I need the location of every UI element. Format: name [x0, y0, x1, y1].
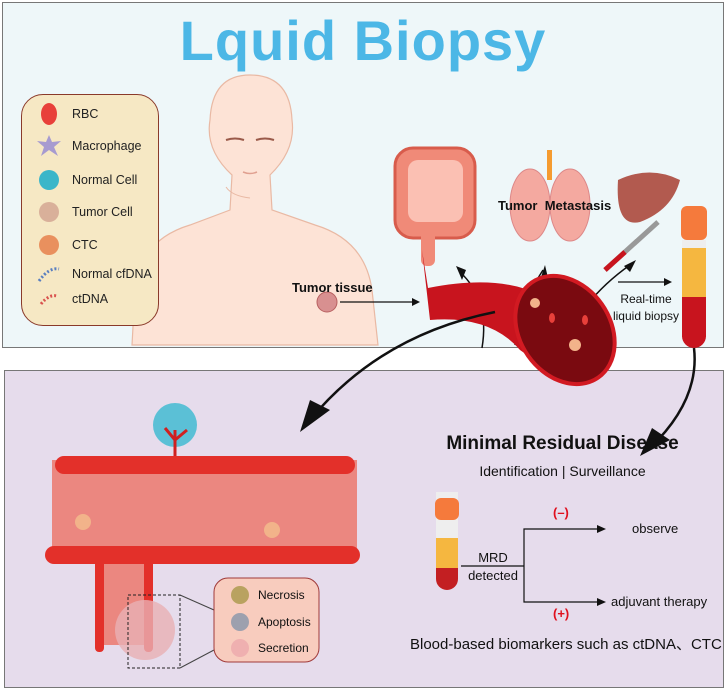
colon-icon: [393, 146, 477, 266]
mrd-title: Minimal Residual Disease: [446, 433, 679, 454]
bottom-blood-vessel: [45, 403, 360, 669]
apoptosis-label: Apoptosis: [258, 615, 311, 629]
legend-item-normal-cfdna: Normal cfDNA: [36, 263, 152, 285]
rbc-icon: [41, 103, 57, 125]
macrophage-icon: [37, 135, 61, 156]
tumor-metastasis-label: Tumor Metastasis: [498, 198, 612, 213]
adjuvant-therapy-label: adjuvant therapy: [611, 594, 708, 609]
necrosis-label: Necrosis: [258, 588, 305, 602]
mrd-subtitle: Identification | Surveillance: [479, 463, 646, 479]
mrd-label-2: detected: [468, 568, 518, 583]
legend-item-rbc: RBC: [36, 103, 98, 125]
ctdna-icon: [39, 294, 58, 305]
legend-item-tumor-cell: Tumor Cell: [36, 201, 133, 223]
ctc-icon: [39, 235, 59, 255]
mrd-branch-lines: [461, 528, 602, 603]
blood-vessel: [422, 250, 617, 387]
mrd-label-1: MRD: [478, 550, 508, 565]
tumor-tissue-icon: [316, 291, 338, 313]
mrd-tube-icon: [435, 492, 459, 590]
realtime-label-1: Real-time: [620, 292, 672, 306]
lungs-icon: [509, 150, 591, 242]
legend-item-ctc: CTC: [36, 234, 98, 256]
secretion-label: Secretion: [258, 641, 309, 655]
tumor-cell-icon: [39, 202, 59, 222]
normal-cfdna-icon: [37, 267, 60, 282]
legend-item-normal-cell: Normal Cell: [36, 169, 137, 191]
legend-item-macrophage: Macrophage: [36, 135, 142, 157]
blood-tube-icon: [681, 206, 707, 348]
page-title: Lquid Biopsy: [179, 9, 547, 72]
tumor-tissue-label: Tumor tissue: [292, 280, 373, 295]
observe-label: observe: [632, 521, 679, 536]
liver-icon: [617, 172, 680, 223]
legend: RBC Macrophage Normal Cell Tumor Cell CT…: [21, 94, 159, 326]
legend-item-ctdna: ctDNA: [36, 288, 108, 310]
normal-cell-icon: [39, 170, 59, 190]
negative-sign: (–): [553, 505, 569, 520]
realtime-label-2: liquid biopsy: [612, 309, 680, 323]
positive-sign: (+): [553, 606, 570, 621]
biomarkers-label: Blood-based biomarkers such as ctDNA、CTC: [410, 636, 722, 653]
human-figure: [131, 74, 379, 346]
